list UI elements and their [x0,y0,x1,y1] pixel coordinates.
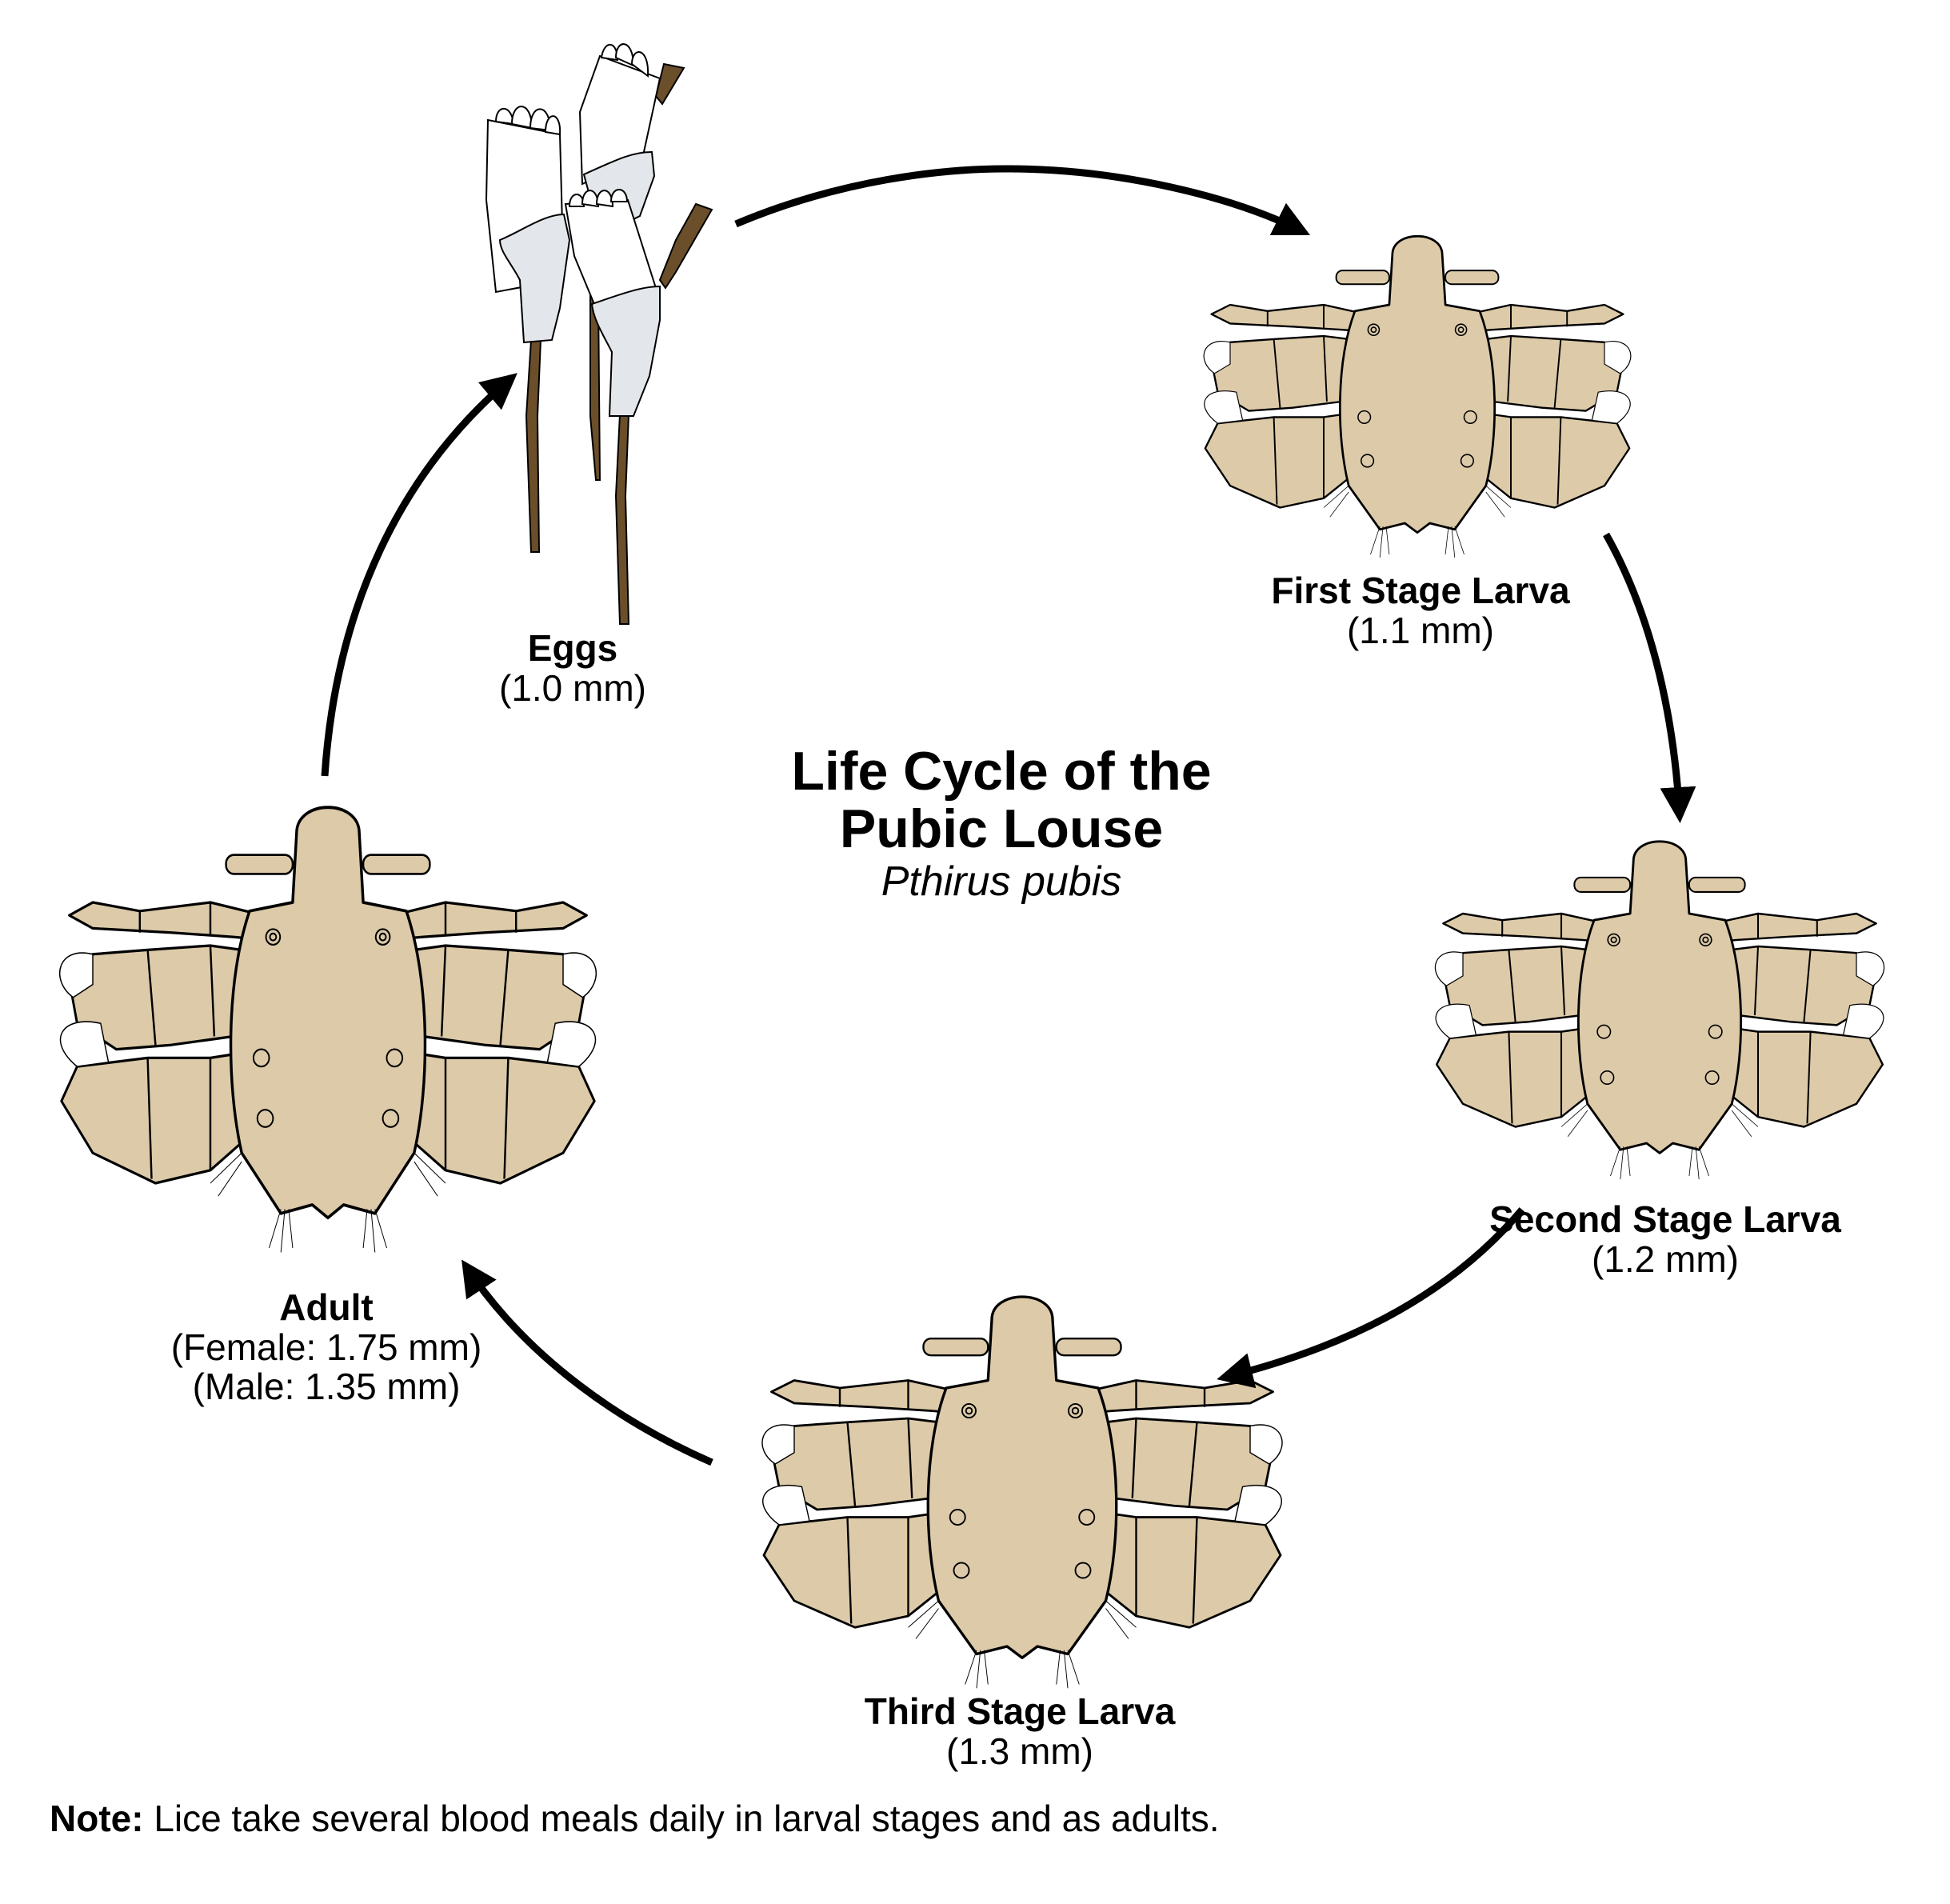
title-line-1: Life Cycle of the [791,741,1212,802]
stage-size-female: (Female: 1.75 mm) [170,1326,482,1368]
stage-name: First Stage Larva [1271,570,1570,611]
note-text: Lice take several blood meals daily in l… [143,1798,1220,1839]
stage-name: Third Stage Larva [864,1690,1176,1732]
second-stage-larva-label: Second Stage Larva (1.2 mm) [1489,1198,1841,1280]
stage-size: (1.3 mm) [946,1730,1093,1772]
adult-louse-illustration [58,806,598,1254]
footnote: Note: Lice take several blood meals dail… [50,1797,1220,1840]
note-prefix: Note: [50,1798,144,1839]
arrow-second-to-third-larva [1217,1207,1525,1389]
third-stage-larva-illustration [761,1295,1284,1690]
stage-size: (1.0 mm) [499,666,646,709]
stage-name: Eggs [527,627,618,669]
first-stage-larva-illustration [1202,234,1632,559]
third-stage-larva-label: Third Stage Larva (1.3 mm) [864,1690,1176,1772]
stage-size-male: (Male: 1.35 mm) [192,1366,461,1408]
first-stage-larva-label: First Stage Larva (1.1 mm) [1271,570,1570,651]
stage-size: (1.2 mm) [1592,1238,1739,1280]
title-line-2: Pubic Louse [839,798,1164,859]
arrow-adult-to-eggs [321,373,517,777]
eggs-illustration [485,43,713,625]
arrow-third-larva-to-adult [462,1259,713,1466]
arrow-eggs-to-first-larva [734,165,1311,236]
eggs-label: Eggs (1.0 mm) [499,627,646,709]
second-stage-larva-illustration [1434,840,1885,1181]
stage-size: (1.1 mm) [1346,609,1494,651]
species-name: Pthirus pubis [881,858,1122,905]
stage-name: Adult [279,1286,374,1328]
adult-label: Adult (Female: 1.75 mm) (Male: 1.35 mm) [170,1286,482,1408]
diagram-title: Life Cycle of the Pubic Louse Pthirus pu… [791,742,1211,906]
stage-name: Second Stage Larva [1489,1198,1841,1240]
arrow-first-to-second-larva [1603,532,1696,823]
